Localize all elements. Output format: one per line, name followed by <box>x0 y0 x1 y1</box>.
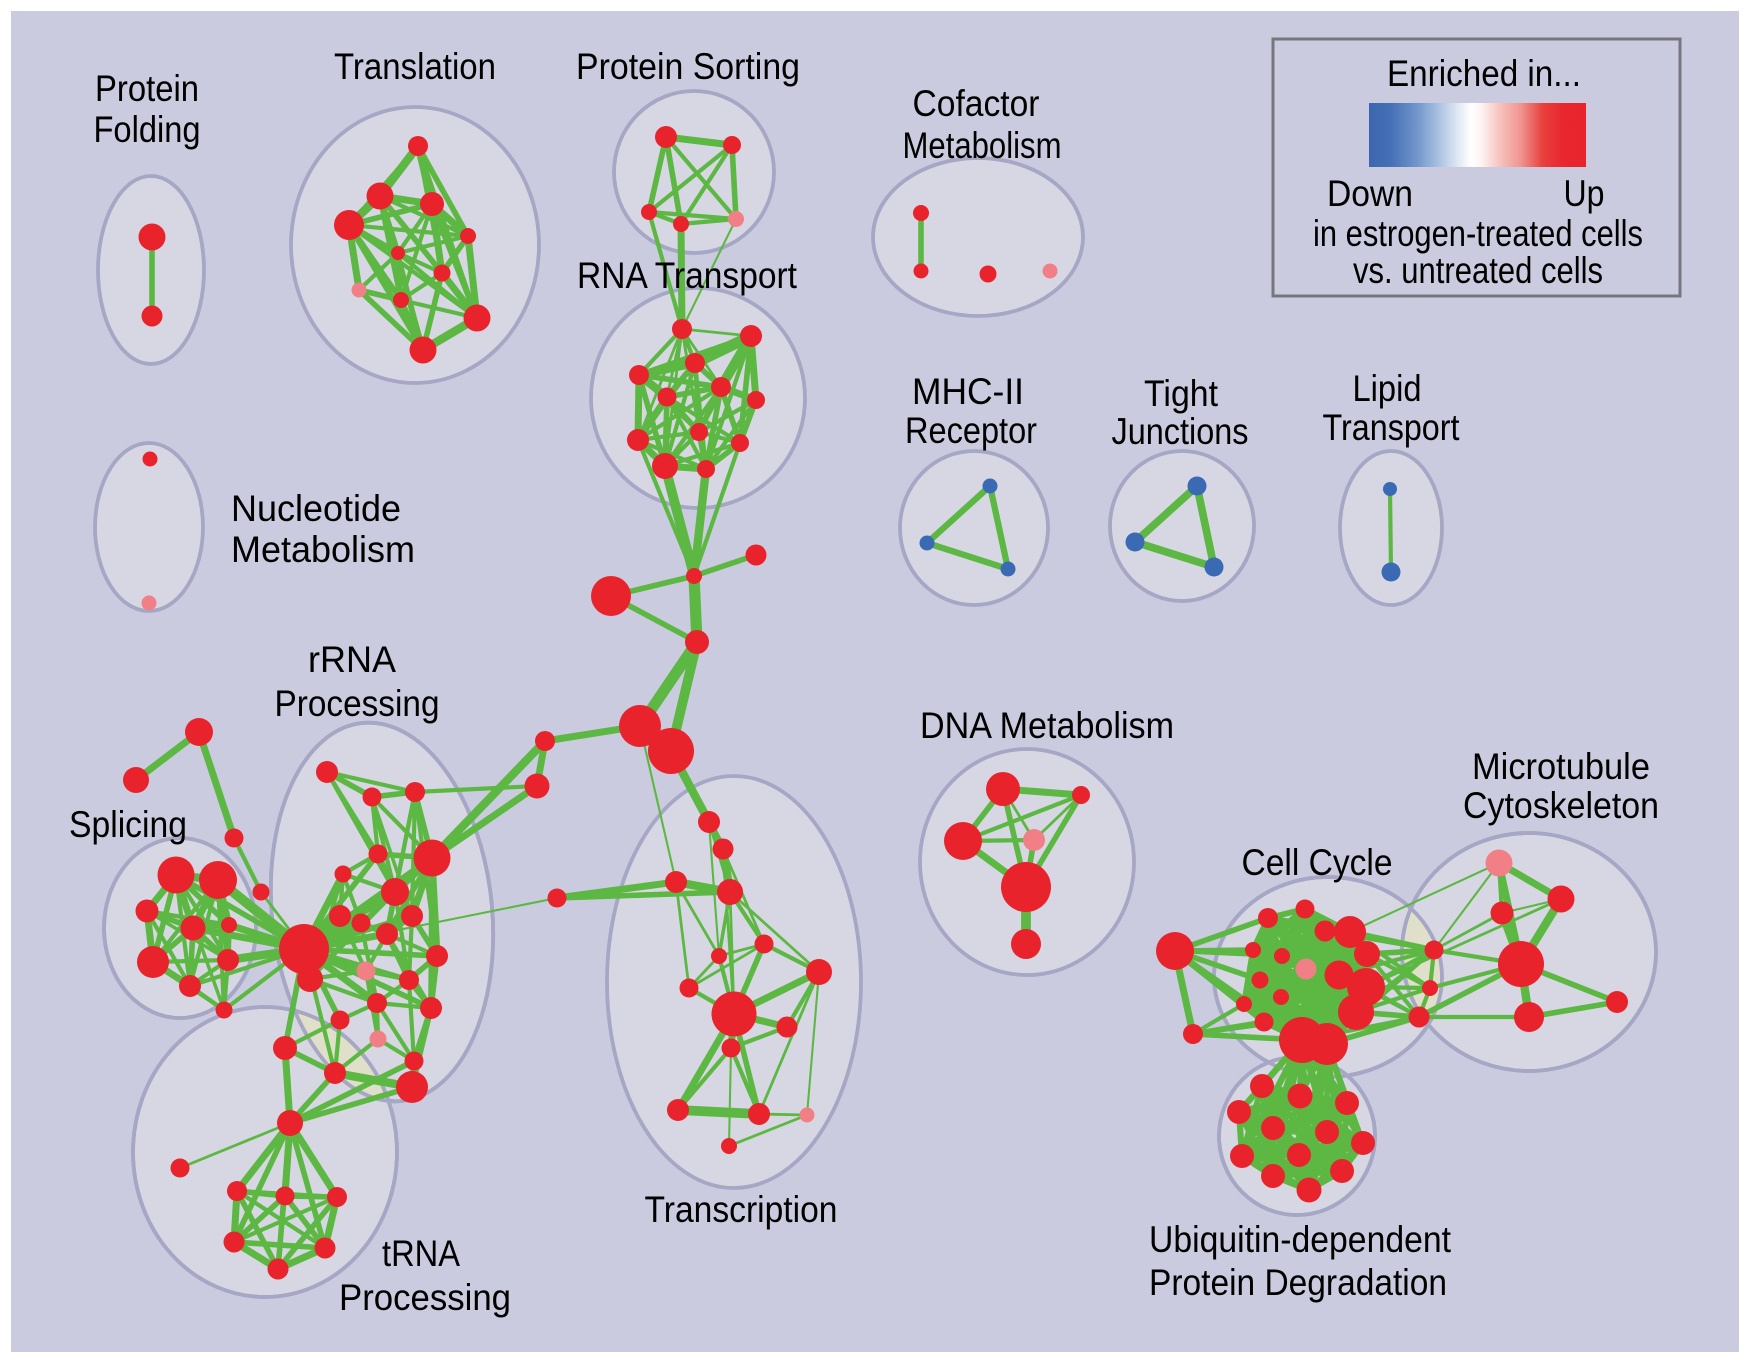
svg-text:Receptor: Receptor <box>905 410 1037 451</box>
svg-text:Processing: Processing <box>275 683 440 724</box>
svg-text:vs. untreated cells: vs. untreated cells <box>1353 250 1603 291</box>
svg-text:Lipid: Lipid <box>1353 368 1422 409</box>
svg-text:Protein Sorting: Protein Sorting <box>576 46 800 87</box>
svg-text:Junctions: Junctions <box>1112 411 1249 452</box>
svg-text:Transport: Transport <box>1323 407 1461 448</box>
svg-text:Protein Degradation: Protein Degradation <box>1149 1262 1447 1303</box>
svg-text:Cell Cycle: Cell Cycle <box>1242 842 1393 883</box>
svg-text:Protein: Protein <box>95 68 199 109</box>
svg-text:RNA Transport: RNA Transport <box>577 255 798 296</box>
svg-text:Metabolism: Metabolism <box>903 125 1062 166</box>
svg-text:Splicing: Splicing <box>69 804 187 845</box>
svg-text:Cofactor: Cofactor <box>913 83 1040 124</box>
svg-text:Folding: Folding <box>94 109 201 150</box>
svg-text:Microtubule: Microtubule <box>1472 746 1650 787</box>
svg-text:Enriched in...: Enriched in... <box>1387 53 1581 94</box>
svg-text:Tight: Tight <box>1144 373 1219 414</box>
svg-text:Metabolism: Metabolism <box>231 529 415 570</box>
svg-text:rRNA: rRNA <box>308 639 396 680</box>
svg-text:MHC-II: MHC-II <box>912 371 1024 412</box>
svg-text:Processing: Processing <box>339 1277 511 1318</box>
svg-text:Transcription: Transcription <box>645 1189 838 1230</box>
svg-text:Ubiquitin-dependent: Ubiquitin-dependent <box>1149 1219 1452 1260</box>
svg-text:Down: Down <box>1327 173 1413 214</box>
svg-text:DNA Metabolism: DNA Metabolism <box>920 705 1174 746</box>
svg-text:Cytoskeleton: Cytoskeleton <box>1463 785 1659 826</box>
svg-text:Up: Up <box>1564 173 1605 214</box>
svg-text:Translation: Translation <box>334 46 496 87</box>
svg-text:tRNA: tRNA <box>382 1233 460 1274</box>
svg-text:Nucleotide: Nucleotide <box>231 488 401 529</box>
svg-text:in estrogen-treated cells: in estrogen-treated cells <box>1313 213 1643 254</box>
